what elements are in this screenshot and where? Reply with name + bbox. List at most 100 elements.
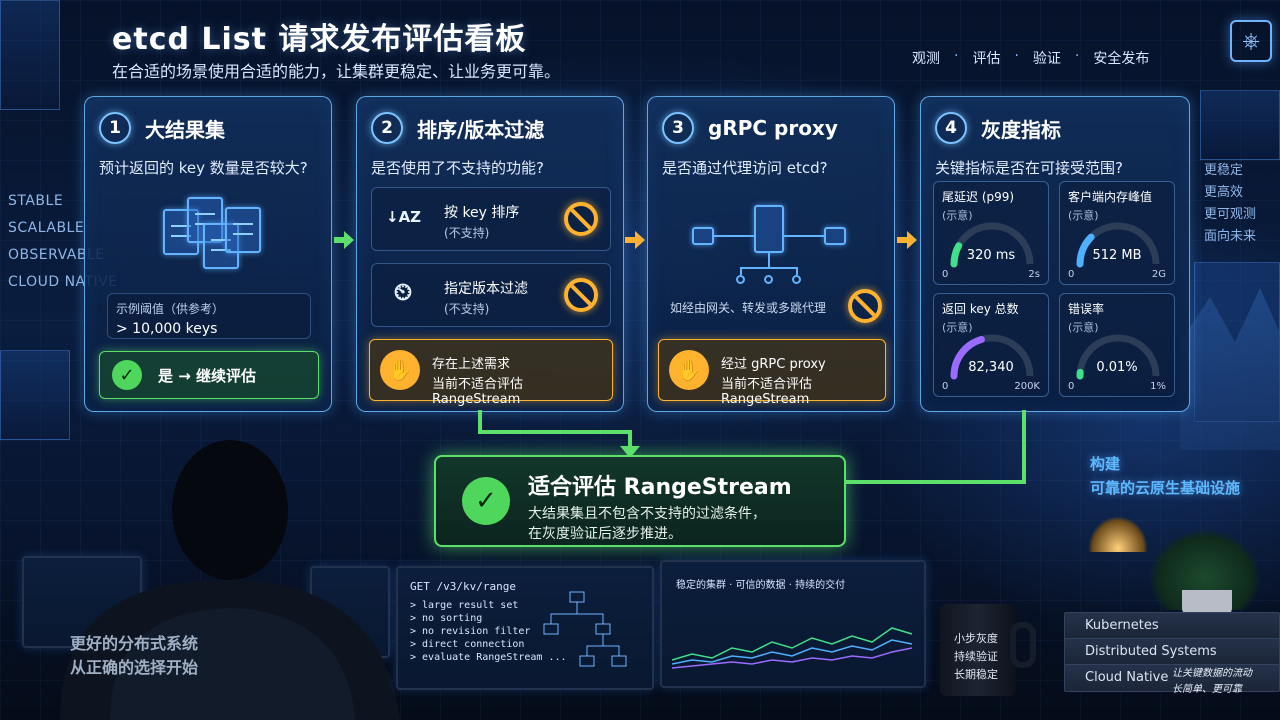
bg-screen-left-low bbox=[0, 350, 70, 440]
step-number: 4 bbox=[935, 112, 967, 144]
feature-revision-filter: ⏲ 指定版本过滤 (不支持) bbox=[371, 263, 611, 327]
final-title: 适合评估 RangeStream bbox=[528, 475, 792, 500]
step-number: 1 bbox=[99, 112, 131, 144]
build-line: 构建 bbox=[1090, 455, 1121, 473]
result-continue: ✓ 是 → 继续评估 bbox=[99, 351, 319, 399]
side-keywords-left: STABLE SCALABLE OBSERVABLE CLOUD NATIVE bbox=[8, 188, 118, 296]
result-line-2: 当前不适合评估 RangeStream bbox=[432, 377, 524, 407]
connector-from-card-1 bbox=[478, 410, 640, 458]
code-line: > no sorting bbox=[410, 613, 483, 624]
side-word: 更稳定 bbox=[1204, 163, 1244, 178]
arrow-right-icon bbox=[334, 231, 354, 249]
metric-returned-keys: 返回 key 总数 (示意) 82,340 0 200K bbox=[933, 293, 1049, 397]
gauge-fill bbox=[950, 336, 985, 380]
tree-diagram-icon bbox=[543, 591, 627, 667]
threshold-label: 示例阈值（供参考） bbox=[116, 302, 225, 316]
check-icon: ✓ bbox=[462, 477, 510, 525]
final-recommendation: ✓ 适合评估 RangeStream 大结果集且不包含不支持的过滤条件， 在灰度… bbox=[434, 455, 846, 547]
page-title: etcd List 请求发布评估看板 bbox=[112, 22, 527, 57]
tag-separator: · bbox=[954, 48, 959, 64]
threshold-box: 示例阈值（供参考） > 10,000 keys bbox=[107, 293, 311, 339]
card-question: 关键指标是否在可接受范围? bbox=[935, 159, 1123, 177]
check-icon: ✓ bbox=[112, 360, 142, 390]
step-number: 2 bbox=[371, 112, 403, 144]
metric-sub: (示意) bbox=[942, 321, 973, 334]
kubernetes-helm-icon: ⎈ bbox=[1230, 20, 1272, 62]
document-clock-icon: ⏲ bbox=[393, 278, 413, 306]
metric-value: 82,340 bbox=[968, 360, 1014, 375]
card-question: 预计返回的 key 数量是否较大? bbox=[99, 159, 308, 177]
mug-line: 小步灰度 bbox=[954, 632, 998, 645]
proxy-topology-icon bbox=[688, 205, 858, 285]
plant-pot bbox=[1182, 590, 1232, 616]
metric-max: 2G bbox=[1151, 269, 1166, 280]
prohibited-icon bbox=[848, 289, 882, 323]
tag-separator: · bbox=[1074, 48, 1080, 64]
result-line-1: 经过 gRPC proxy bbox=[721, 357, 826, 372]
code-line: > evaluate RangeStream ... bbox=[410, 652, 567, 663]
card-title: 排序/版本过滤 bbox=[417, 117, 545, 142]
metric-value: 320 ms bbox=[966, 248, 1016, 263]
bg-screen-left bbox=[0, 0, 60, 110]
code-line: > large result set bbox=[410, 600, 519, 611]
documents-icon bbox=[163, 197, 263, 281]
gauge bbox=[950, 334, 1034, 380]
metric-max: 200K bbox=[1014, 381, 1040, 392]
prohibited-icon bbox=[564, 278, 598, 312]
side-word: 面向未来 bbox=[1204, 229, 1257, 244]
proxy-note: 如经由网关、转发或多跳代理 bbox=[670, 301, 827, 315]
final-desc-2: 在灰度验证后逐步推进。 bbox=[528, 526, 682, 542]
result-line-1: 存在上述需求 bbox=[432, 357, 511, 372]
tag-evaluate: 评估 bbox=[972, 51, 1001, 67]
final-desc-1: 大结果集且不包含不支持的过滤条件， bbox=[528, 506, 766, 522]
code-line: GET /v3/kv/range bbox=[410, 580, 516, 593]
metric-title: 返回 key 总数 bbox=[942, 302, 1019, 316]
tag-safe-release: 安全发布 bbox=[1093, 51, 1150, 67]
card-question: 是否使用了不支持的功能? bbox=[371, 159, 544, 177]
card-grpc-proxy: 3 gRPC proxy 是否通过代理访问 etcd? 如经由网关、转发或多跳代… bbox=[647, 96, 895, 412]
metric-max: 2s bbox=[1028, 269, 1040, 280]
side-word: OBSERVABLE bbox=[8, 247, 105, 263]
result-text: 是 → 继续评估 bbox=[158, 366, 257, 385]
corner-line: 长简单、更可靠 bbox=[1172, 684, 1242, 695]
metric-sub: (示意) bbox=[1068, 321, 1099, 334]
card-title: gRPC proxy bbox=[708, 116, 838, 140]
stop-hand-icon: ✋ bbox=[669, 350, 709, 390]
book-kubernetes: Kubernetes bbox=[1064, 612, 1280, 640]
metric-title: 错误率 bbox=[1068, 302, 1105, 316]
build-slogan: 构建 可靠的云原生基础设施 bbox=[1090, 452, 1240, 500]
terminal-output: GET /v3/kv/range > large result set > no… bbox=[410, 580, 567, 664]
card-sort-revision-filter: 2 排序/版本过滤 是否使用了不支持的功能? ↓AZ 按 key 排序 (不支持… bbox=[356, 96, 624, 412]
gauge bbox=[1076, 222, 1160, 268]
card-canary-metrics: 4 灰度指标 关键指标是否在可接受范围? 尾延迟 (p99) (示意) 320 … bbox=[920, 96, 1190, 412]
mug-line: 持续验证 bbox=[954, 650, 998, 663]
code-line: > direct connection bbox=[410, 639, 525, 650]
card-title: 灰度指标 bbox=[981, 117, 1061, 142]
coffee-mug bbox=[940, 604, 1016, 696]
card-title: 大结果集 bbox=[145, 117, 225, 142]
metric-min: 0 bbox=[1068, 381, 1075, 392]
side-word: 更可观测 bbox=[1204, 207, 1257, 222]
bg-screen-right-top bbox=[1200, 90, 1280, 160]
mountain-scene bbox=[1180, 288, 1280, 450]
code-line: > no revision filter bbox=[410, 626, 531, 637]
metric-error-rate: 错误率 (示意) 0.01% 0 1% bbox=[1059, 293, 1175, 397]
metric-sub: (示意) bbox=[1068, 209, 1099, 222]
tag-observe: 观测 bbox=[912, 51, 940, 67]
build-line: 可靠的云原生基础设施 bbox=[1090, 479, 1241, 497]
corner-line: 让关键数据的流动 bbox=[1172, 668, 1252, 679]
step-number: 3 bbox=[662, 112, 694, 144]
monitor-chart bbox=[660, 560, 926, 688]
developer-silhouette bbox=[60, 440, 400, 720]
gauge bbox=[1076, 334, 1160, 380]
metric-max: 1% bbox=[1150, 381, 1166, 392]
card-large-result-set: 1 大结果集 预计返回的 key 数量是否较大? 示例阈值（供参考） > 10,… bbox=[84, 96, 332, 412]
desk-lamp bbox=[1088, 516, 1148, 552]
metric-min: 0 bbox=[942, 269, 949, 280]
monitor-code bbox=[396, 566, 654, 690]
hoodie-line: 从正确的选择开始 bbox=[70, 658, 199, 677]
metric-title: 客户端内存峰值 bbox=[1068, 190, 1153, 204]
mug-line: 长期稳定 bbox=[954, 668, 998, 681]
gauge bbox=[950, 222, 1034, 268]
feature-label: 按 key 排序 bbox=[444, 205, 520, 221]
